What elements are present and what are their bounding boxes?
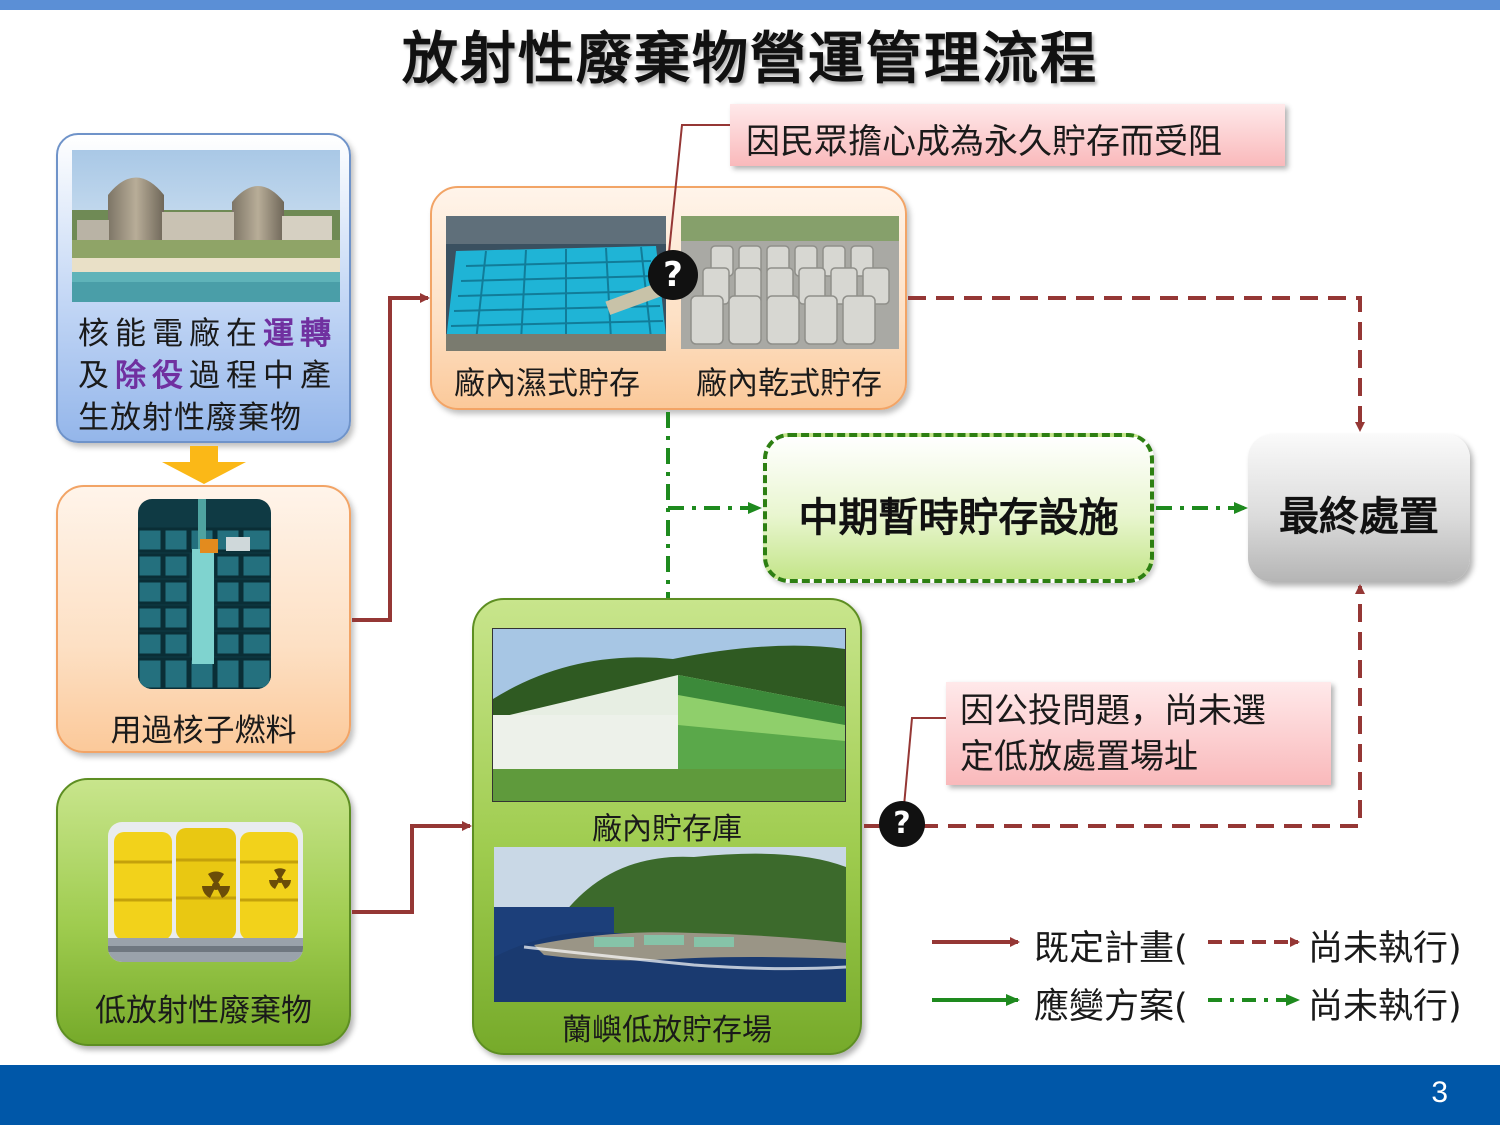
low-storage-box: 廠內貯存庫 蘭嶼低放貯存場 [472,598,862,1055]
top-callout: 因民眾擔心成為永久貯存而受阻 [730,104,1285,166]
page-number: 3 [1431,1076,1448,1109]
question-mark-icon: ? [879,801,925,847]
spent-fuel-box: 用過核子燃料 [56,485,351,753]
source-line1-prefix: 核能電廠在 [78,316,263,352]
top-accent-bar [0,0,1500,10]
final-disposal-label: 最終處置 [1279,494,1439,540]
dry-storage-photo [681,216,899,349]
legend-planned-status: 尚未執行) [1308,929,1462,969]
wet-storage-label: 廠內濕式貯存 [454,366,640,402]
source-line3: 生放射性廢棄物 [78,400,302,436]
spent-fuel-label: 用過核子燃料 [110,713,297,749]
source-box: 核能電廠在運轉 及除役過程中產 生放射性廢棄物 [56,133,351,443]
plant-warehouse-photo [492,628,846,802]
bottom-callout-pointer [903,717,946,807]
spent-fuel-photo [138,499,271,689]
legend-contingency-status: 尚未執行) [1308,987,1462,1027]
top-callout-text: 因民眾擔心成為永久貯存而受阻 [746,122,1222,162]
interim-storage-box: 中期暫時貯存設施 [763,433,1154,583]
legend-planned-label: 既定計畫( [1034,929,1188,969]
onsite-to-final-dashed-arrow [908,296,1365,432]
question-mark-icon: ? [648,250,698,300]
plant-warehouse-label: 廠內貯存庫 [592,812,742,847]
source-line2-suffix: 過程中產 [189,358,337,394]
operation-highlight: 運轉 [263,316,337,352]
lanyu-storage-photo [494,847,846,1002]
source-line2-prefix: 及 [78,358,115,394]
question-mark-text: ? [893,806,911,841]
dry-storage-label: 廠內乾式貯存 [696,366,882,402]
lanyu-storage-label: 蘭嶼低放貯存場 [562,1013,772,1048]
wet-storage-photo [446,216,666,351]
bottom-callout: 因公投問題，尚未選 定低放處置場址 [946,682,1331,785]
bottom-bar [0,1065,1500,1125]
source-description: 核能電廠在運轉 及除役過程中產 生放射性廢棄物 [78,313,338,439]
waste-drums-photo [108,822,303,962]
low-level-waste-label: 低放射性廢棄物 [95,993,312,1029]
final-disposal-box: 最終處置 [1248,434,1470,582]
spent-fuel-to-onsite-arrow [352,293,430,622]
bottom-callout-line2: 定低放處置場址 [960,737,1198,777]
low-waste-to-storage-arrow [352,821,472,914]
radiation-icon [202,868,291,898]
page-title: 放射性廢棄物營運管理流程 [402,27,1098,92]
interim-storage-label: 中期暫時貯存設施 [798,495,1119,541]
nuclear-plant-photo [72,150,340,302]
question-mark-text: ? [663,255,683,295]
bottom-callout-line1: 因公投問題，尚未選 [960,691,1266,731]
decommission-highlight: 除役 [115,358,189,394]
low-level-waste-box: 低放射性廢棄物 [56,778,351,1046]
legend-contingency-label: 應變方案( [1034,987,1188,1027]
